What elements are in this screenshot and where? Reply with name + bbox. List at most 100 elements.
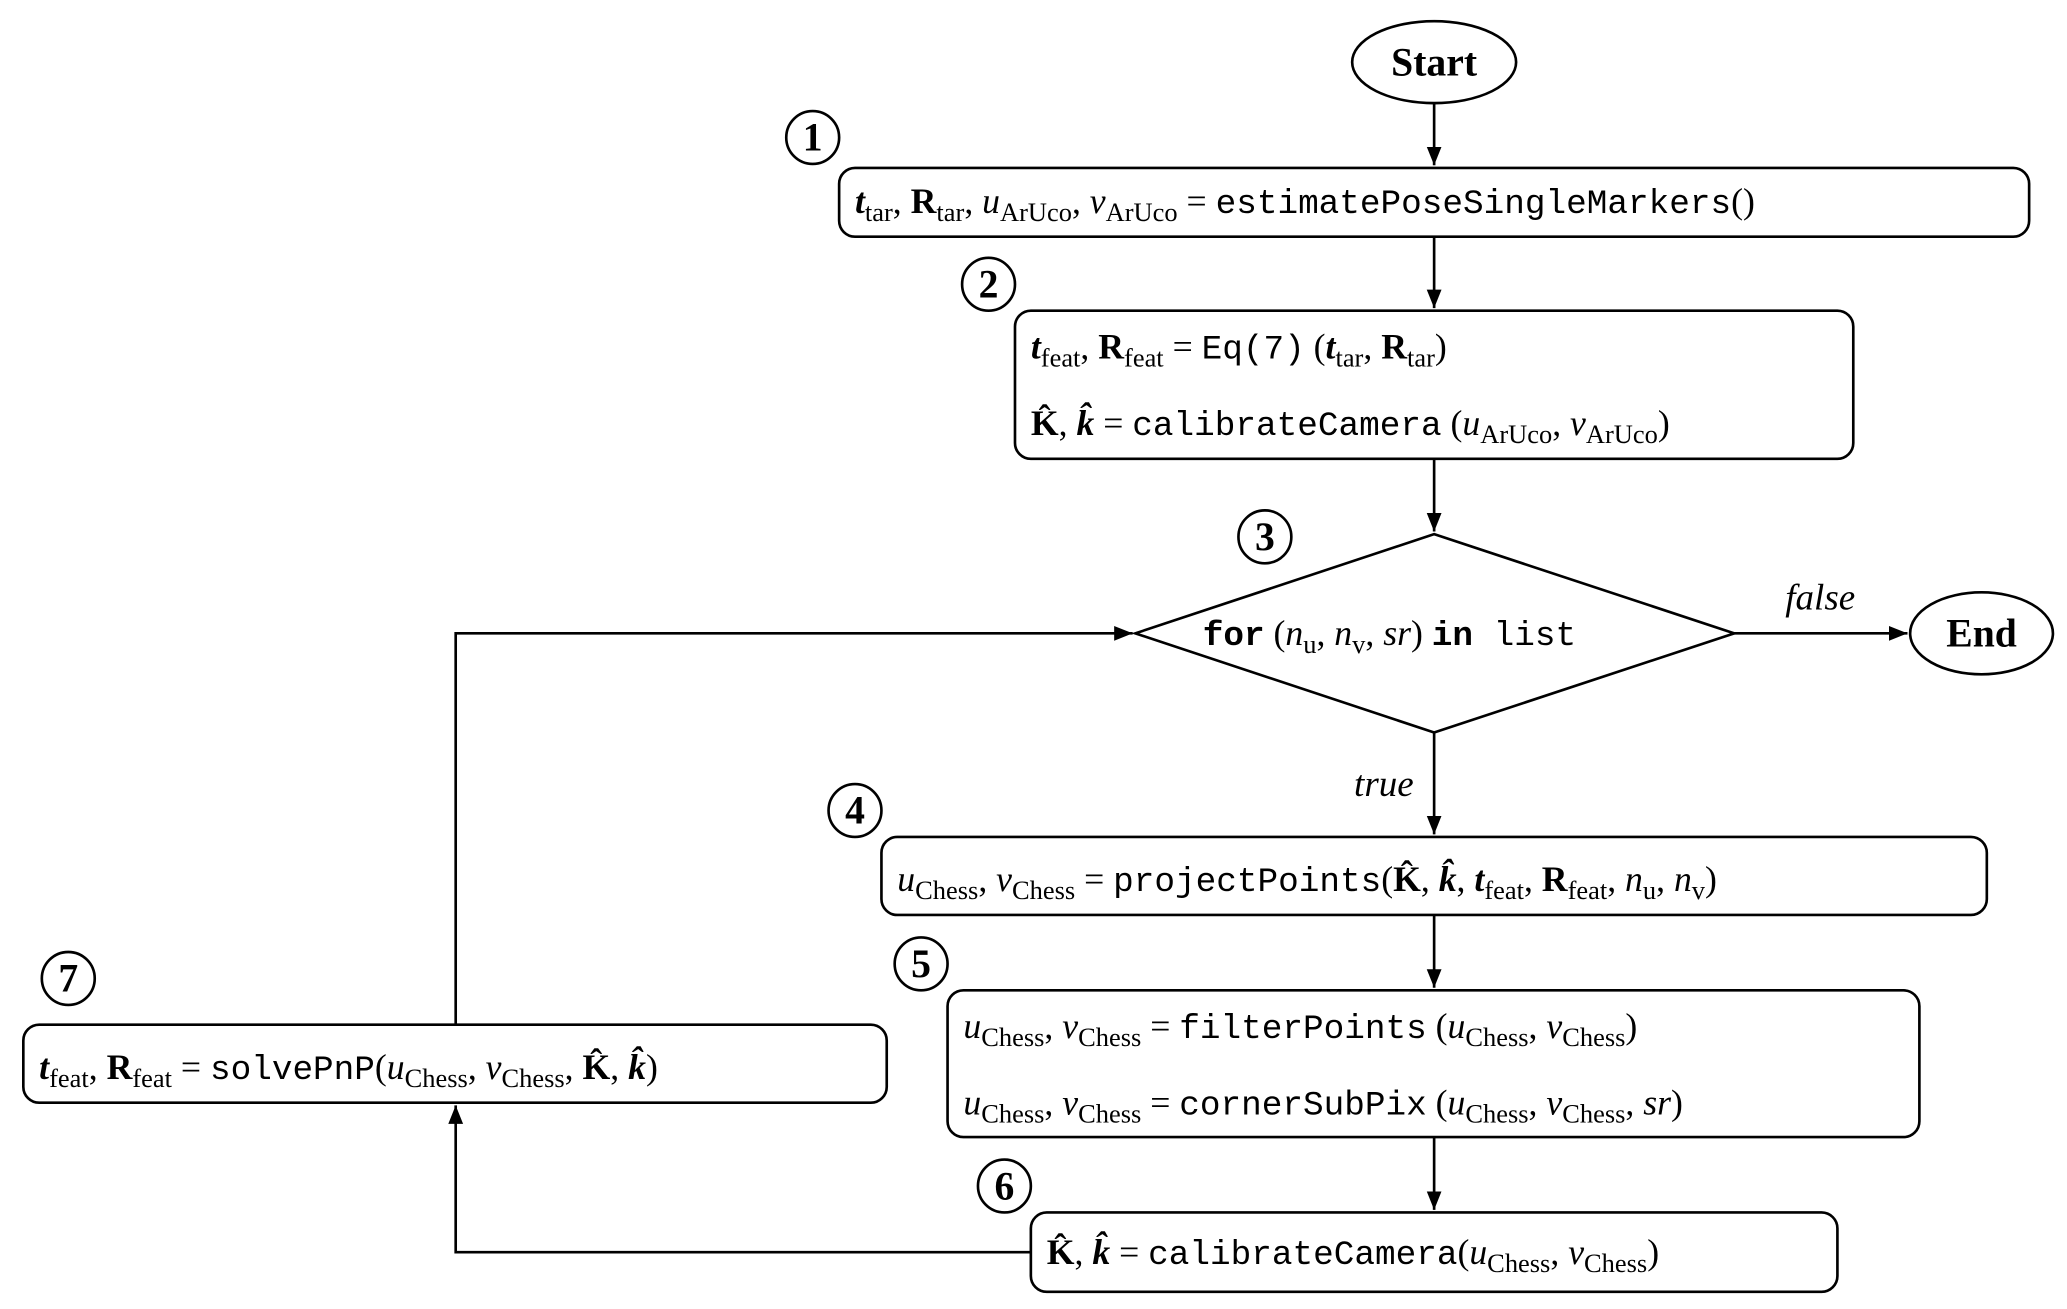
step-3-expression: for (nu, nv, sr) in list (1203, 613, 1576, 659)
expression-token: solvePnP (210, 1051, 375, 1090)
expression-token: ArUco (1106, 197, 1178, 227)
edge-label-false: false (1785, 578, 1855, 619)
end-node: End (1908, 591, 2055, 676)
expression-token: tar (1335, 342, 1363, 372)
expression-token: , (610, 1047, 628, 1087)
expression-token: v (1546, 1083, 1562, 1123)
expression-token: = (1164, 326, 1202, 366)
expression-token: u (897, 859, 915, 899)
expression-token: , (1080, 326, 1098, 366)
step-5-expression: uChess, vChess = filterPoints (uChess, v… (963, 1006, 1637, 1052)
step-4-expression: uChess, vChess = projectPoints(K̂, k̂, t… (897, 858, 1717, 905)
step-number-badge: 5 (893, 936, 949, 992)
expression-token: , (565, 1047, 583, 1087)
end-label: End (1946, 612, 2017, 656)
expression-token: t (855, 181, 866, 221)
expression-token: v (1062, 1006, 1078, 1046)
expression-token: , (1316, 613, 1334, 653)
step-2-box (1013, 309, 1855, 461)
expression-token: K̂ (1047, 1232, 1075, 1272)
expression-token: = (1110, 1232, 1148, 1272)
step-number: 1 (803, 116, 823, 160)
expression-token: R (107, 1047, 134, 1087)
start-node: Start (1350, 19, 1518, 105)
edges (448, 103, 1908, 1254)
expression-token: ) (1647, 1232, 1659, 1272)
expression-token: Chess (1465, 1022, 1528, 1052)
expression-token: ( (1381, 859, 1393, 899)
expression-token: v (1352, 629, 1366, 659)
step-number-badge: 7 (40, 950, 97, 1007)
step-number-badge: 4 (827, 782, 883, 839)
expression-token: = (1094, 403, 1132, 443)
expression-token: , (1363, 326, 1381, 366)
expression-token: n (1674, 859, 1692, 899)
expression-token: Chess (1487, 1248, 1550, 1278)
expression-token: u (1643, 875, 1656, 905)
step-number-badge: 1 (784, 109, 841, 166)
expression-token: , (978, 859, 996, 899)
expression-token: ArUco (1000, 197, 1072, 227)
expression-token: , (1421, 859, 1439, 899)
expression-token: R (1381, 326, 1408, 366)
expression-token: k̂ (1076, 402, 1094, 443)
expression-token: t (1474, 859, 1485, 899)
expression-token: v (486, 1047, 502, 1087)
expression-token: u (1462, 403, 1480, 443)
expression-token: u (982, 181, 1000, 221)
step-1-box (837, 166, 2031, 238)
expression-token: Chess (1078, 1022, 1141, 1052)
expression-token: n (1334, 613, 1352, 653)
expression-token: ) (1658, 403, 1670, 443)
step-5-expression: uChess, vChess = cornerSubPix (uChess, v… (963, 1083, 1683, 1129)
step-4-box (880, 835, 1989, 917)
number-circle (893, 936, 949, 992)
expression-token: , (893, 181, 911, 221)
expression-token: , (89, 1047, 107, 1087)
expression-token: , (964, 181, 982, 221)
expression-token: sr (1643, 1083, 1671, 1123)
expression-token: u (1469, 1232, 1487, 1272)
expression-token: v (1570, 403, 1586, 443)
expression-token: feat (1568, 875, 1608, 905)
step-5-box (946, 989, 1921, 1139)
expression-token: Chess (405, 1063, 468, 1093)
expression-token: k̂ (1092, 1231, 1110, 1272)
step-6-box (1029, 1211, 1839, 1294)
expression-token: , (1552, 403, 1570, 443)
step-6-expression: K̂, k̂ = calibrateCamera(uChess, vChess) (1047, 1231, 1659, 1278)
expression-token: , (1044, 1083, 1062, 1123)
step-number: 2 (979, 263, 999, 307)
expression-token: ) (1625, 1006, 1637, 1046)
step-labels: ttar, Rtar, uArUco, vArUco = estimatePos… (39, 181, 1755, 1278)
expression-token: Eq(7) (1202, 330, 1305, 369)
number-circle (40, 950, 97, 1007)
expression-token: ( (1305, 326, 1326, 366)
expression-token: calibrateCamera (1148, 1236, 1457, 1275)
expression-token: estimatePoseSingleMarkers (1216, 185, 1731, 224)
expression-token: R (911, 181, 938, 221)
expression-token: R (1098, 326, 1125, 366)
expression-token: v (1062, 1083, 1078, 1123)
expression-token: , (1044, 1006, 1062, 1046)
expression-token: ) (1435, 326, 1447, 366)
expression-token: Chess (1465, 1099, 1528, 1129)
expression-token: , (1529, 1006, 1547, 1046)
step-1-expression: ttar, Rtar, uArUco, vArUco = estimatePos… (855, 181, 1755, 227)
expression-token: Chess (981, 1099, 1044, 1129)
expression-token: = (172, 1047, 210, 1087)
expression-token: n (1625, 859, 1643, 899)
expression-token: ( (375, 1047, 387, 1087)
expression-token: K̂ (1031, 403, 1059, 443)
expression-token: , (1550, 1232, 1568, 1272)
expression-token: in (1432, 617, 1473, 656)
number-circle (827, 782, 883, 839)
step-number: 5 (911, 942, 931, 986)
expression-token: = (1141, 1006, 1179, 1046)
expression-token: cornerSubPix (1179, 1087, 1426, 1126)
expression-token: = (1141, 1083, 1179, 1123)
step-3-decision (1131, 532, 1739, 734)
expression-token: ( (1442, 403, 1463, 443)
expression-token: Chess (1078, 1099, 1141, 1129)
